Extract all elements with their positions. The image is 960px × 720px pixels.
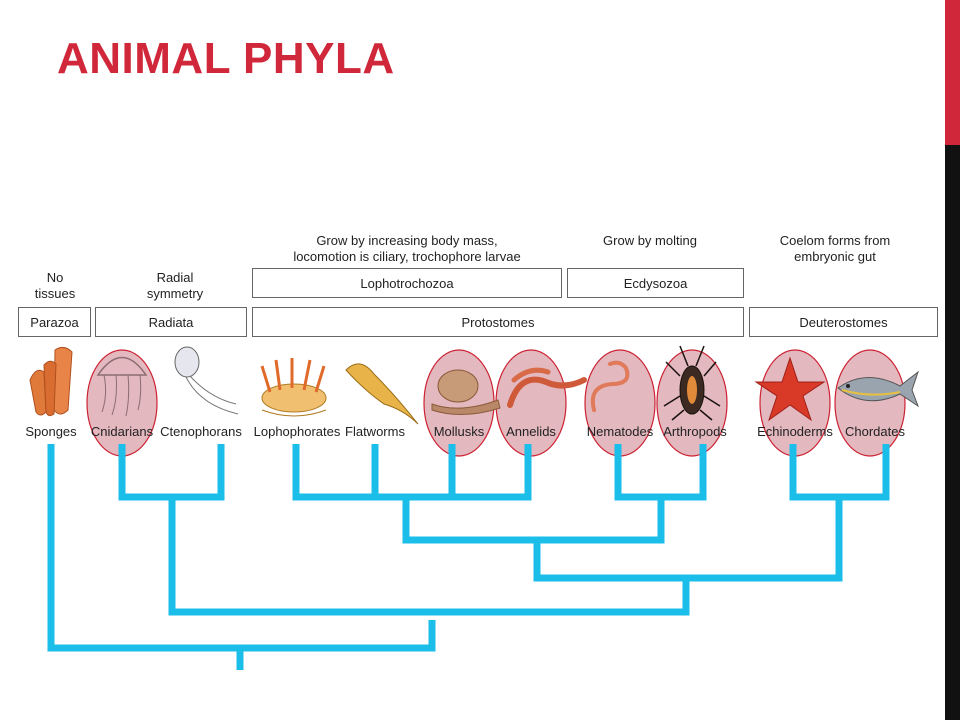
highlight-oval-nematodes [584,349,656,457]
phylum-label-annelids: Annelids [506,424,556,439]
note-radial-symmetry: Radial symmetry [146,270,204,301]
group-protostomes-label: Protostomes [461,314,535,330]
phylum-label-flatworms: Flatworms [345,424,405,439]
group-protostomes: Protostomes [252,307,744,337]
group-lophotrochozoa-label: Lophotrochozoa [360,275,454,291]
phylum-label-lophophorates: Lophophorates [253,424,341,439]
note-no-tissues: No tissues [34,270,76,301]
group-radiata: Radiata [95,307,247,337]
phylum-label-chordates: Chordates [845,424,905,439]
insect-icon [663,345,721,421]
group-radiata-label: Radiata [148,314,194,330]
group-parazoa: Parazoa [18,307,91,337]
comb-jelly-icon [174,346,239,415]
phylum-label-echinoderms: Echinoderms [757,424,833,439]
side-accent-bar-red [945,0,960,145]
note-body-mass: Grow by increasing body mass, locomotion… [293,233,521,264]
group-parazoa-label: Parazoa [30,314,79,330]
lophophorate-icon [260,358,327,417]
highlight-oval-chordates [834,349,906,457]
group-deuterostomes: Deuterostomes [749,307,938,337]
note-molting: Grow by molting [603,233,697,248]
phylum-label-cnidarians: Cnidarians [90,424,154,439]
fish-icon [837,370,920,408]
phylum-label-nematodes: Nematodes [586,424,654,439]
starfish-icon [754,356,826,422]
group-lophotrochozoa: Lophotrochozoa [252,268,562,298]
side-accent-bar [945,0,960,720]
group-ecdysozoa: Ecdysozoa [567,268,744,298]
highlight-oval-annelids [495,349,567,457]
slide-title: ANIMAL PHYLA [57,34,395,83]
note-coelom: Coelom forms from embryonic gut [779,233,891,264]
sponge-icon [29,346,73,417]
phylogenetic-tree [47,444,890,670]
earthworm-icon [507,367,587,408]
phylum-label-ctenophorans: Ctenophorans [160,424,242,439]
highlight-oval-mollusks [423,349,495,457]
flatworm-icon [345,363,419,425]
roundworm-icon [590,360,630,412]
highlight-oval-cnidarians [86,349,158,457]
jellyfish-icon [96,356,148,417]
snail-icon [431,369,501,416]
phylum-label-sponges: Sponges [25,424,77,439]
phylum-label-arthropods: Arthropods [663,424,727,439]
phylum-label-mollusks: Mollusks [433,424,485,439]
group-deuterostomes-label: Deuterostomes [799,314,888,330]
group-ecdysozoa-label: Ecdysozoa [623,275,688,291]
